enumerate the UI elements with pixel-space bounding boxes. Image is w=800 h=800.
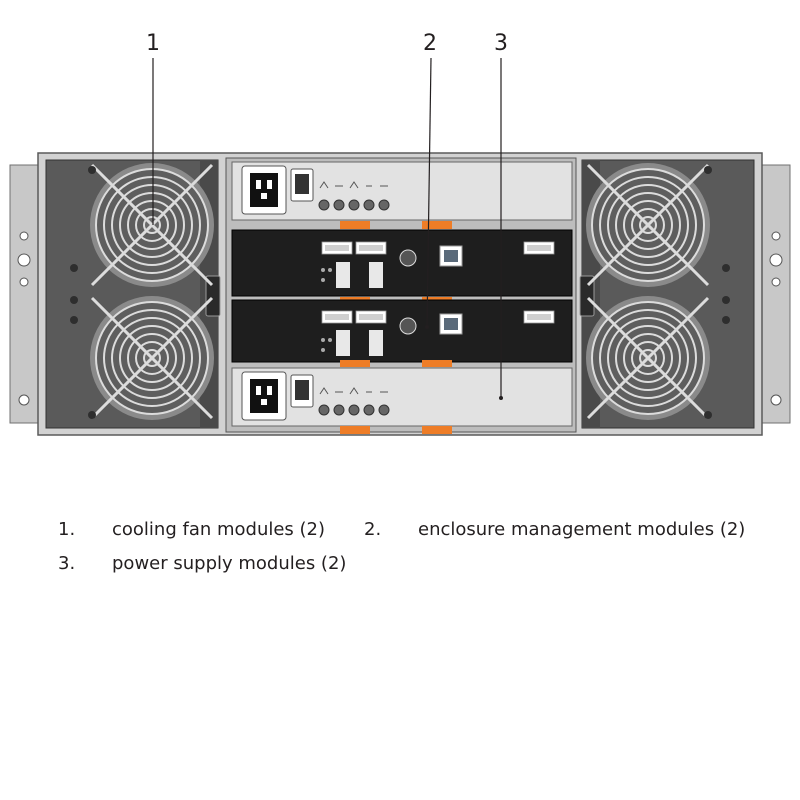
serial-port-icon — [399, 317, 417, 335]
fan-grille-icon — [584, 294, 712, 422]
legend-1-number: 1. — [58, 519, 76, 540]
fan-grille-icon — [88, 161, 216, 289]
callout-2-number: 2 — [423, 31, 437, 56]
left-cooling-fan-module[interactable] — [45, 159, 221, 429]
callout-2-leader — [426, 57, 432, 328]
legend-3-label: power supply modules (2) — [112, 553, 347, 574]
status-led-icon — [318, 199, 390, 211]
callout-3-number: 3 — [494, 31, 508, 56]
callout-1-number: 1 — [146, 31, 160, 56]
orange-latch-icon[interactable] — [422, 360, 452, 367]
legend-2-number: 2. — [364, 519, 382, 540]
legend-3-number: 3. — [58, 553, 76, 574]
enclosure-rear-diagram: 1 2 3 — [9, 31, 791, 436]
orange-latch-icon[interactable] — [422, 426, 452, 434]
status-led-icon — [318, 404, 390, 416]
fan-grille-icon — [584, 161, 712, 289]
orange-latch-icon[interactable] — [340, 221, 370, 229]
legend-2-label: enclosure management modules (2) — [418, 519, 746, 540]
sas-port-icon — [321, 310, 353, 324]
orange-latch-icon[interactable] — [340, 360, 370, 367]
fan-grille-icon — [88, 294, 216, 422]
legend-1-label: cooling fan modules (2) — [112, 519, 326, 540]
sas-port-icon — [321, 241, 353, 255]
right-cooling-fan-module[interactable] — [579, 159, 755, 429]
sas-port-icon — [355, 310, 387, 324]
lower-enclosure-management-module[interactable] — [231, 299, 573, 363]
sas-port-icon — [523, 241, 555, 255]
serial-port-icon — [399, 249, 417, 267]
top-power-supply-module[interactable] — [231, 161, 573, 221]
orange-latch-icon[interactable] — [422, 221, 452, 229]
orange-latch-icon[interactable] — [340, 426, 370, 434]
upper-enclosure-management-module[interactable] — [231, 229, 573, 297]
sas-port-icon — [523, 310, 555, 324]
sas-port-icon — [355, 241, 387, 255]
bottom-power-supply-module[interactable] — [231, 367, 573, 427]
